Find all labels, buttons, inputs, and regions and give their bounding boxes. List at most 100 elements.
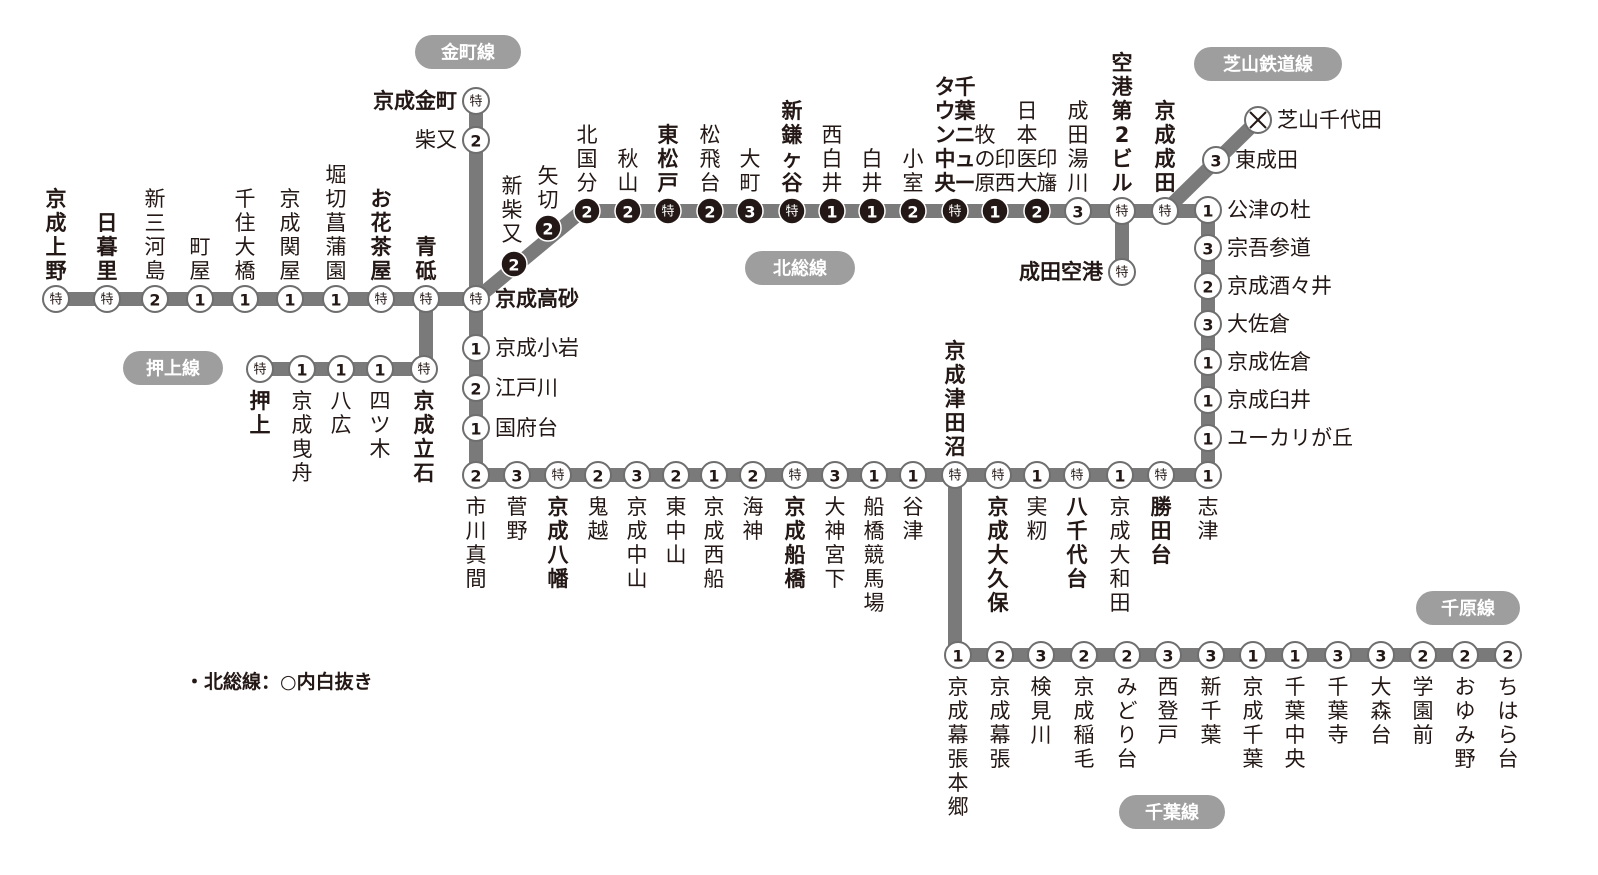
station[interactable]: 2矢切 — [534, 164, 562, 242]
station-marker[interactable] — [503, 461, 531, 489]
station-marker[interactable] — [1194, 348, 1222, 376]
station-marker[interactable] — [736, 197, 764, 225]
station-marker[interactable] — [860, 461, 888, 489]
station-marker[interactable] — [781, 461, 809, 489]
station-marker[interactable] — [1202, 146, 1230, 174]
station-marker[interactable] — [584, 461, 612, 489]
station-marker[interactable] — [614, 197, 642, 225]
station-marker[interactable] — [1194, 196, 1222, 224]
station-marker[interactable] — [821, 461, 849, 489]
station-marker[interactable] — [231, 285, 259, 313]
station-marker[interactable] — [941, 461, 969, 489]
station[interactable]: 1白井 — [858, 147, 886, 225]
station-marker[interactable] — [1494, 641, 1522, 669]
station-marker[interactable] — [288, 355, 316, 383]
station-marker[interactable] — [941, 197, 969, 225]
station-marker[interactable] — [654, 197, 682, 225]
station-marker[interactable] — [981, 197, 1009, 225]
station-marker[interactable] — [696, 197, 724, 225]
station-marker[interactable] — [858, 197, 886, 225]
station-marker[interactable] — [1367, 641, 1395, 669]
station-marker[interactable] — [1063, 461, 1091, 489]
station-marker[interactable] — [1023, 461, 1051, 489]
station-marker[interactable] — [322, 285, 350, 313]
station-marker[interactable] — [1194, 234, 1222, 262]
station-marker[interactable] — [944, 641, 972, 669]
station-marker[interactable] — [818, 197, 846, 225]
station-marker[interactable] — [899, 197, 927, 225]
station-marker[interactable] — [544, 461, 572, 489]
station-marker[interactable] — [1108, 258, 1136, 286]
station-marker[interactable] — [462, 87, 490, 115]
station-marker[interactable] — [141, 285, 169, 313]
station-marker[interactable] — [462, 285, 490, 313]
station-marker[interactable] — [739, 461, 767, 489]
station-marker[interactable] — [1070, 641, 1098, 669]
station[interactable]: 3大町 — [736, 147, 764, 225]
station-marker[interactable] — [1194, 310, 1222, 338]
station-marker[interactable] — [662, 461, 690, 489]
station[interactable]: 2鬼越 — [584, 461, 612, 543]
station-marker[interactable] — [1154, 641, 1182, 669]
station[interactable]: 特青砥 — [412, 235, 440, 313]
station[interactable]: 1志津 — [1194, 461, 1222, 543]
station[interactable]: 特押上 — [246, 355, 274, 437]
station-marker[interactable] — [700, 461, 728, 489]
station-marker[interactable] — [573, 197, 601, 225]
station-marker[interactable] — [1194, 272, 1222, 300]
station-marker[interactable] — [1324, 641, 1352, 669]
station-marker[interactable] — [246, 355, 274, 383]
station-marker[interactable] — [623, 461, 651, 489]
station[interactable]: 2柴又 — [415, 126, 490, 154]
station[interactable]: 2秋山 — [614, 147, 642, 225]
station-marker[interactable] — [500, 250, 528, 278]
station-marker[interactable] — [1194, 386, 1222, 414]
station-marker[interactable] — [93, 285, 121, 313]
station[interactable]: 2小室 — [899, 147, 927, 225]
station-marker[interactable] — [462, 126, 490, 154]
